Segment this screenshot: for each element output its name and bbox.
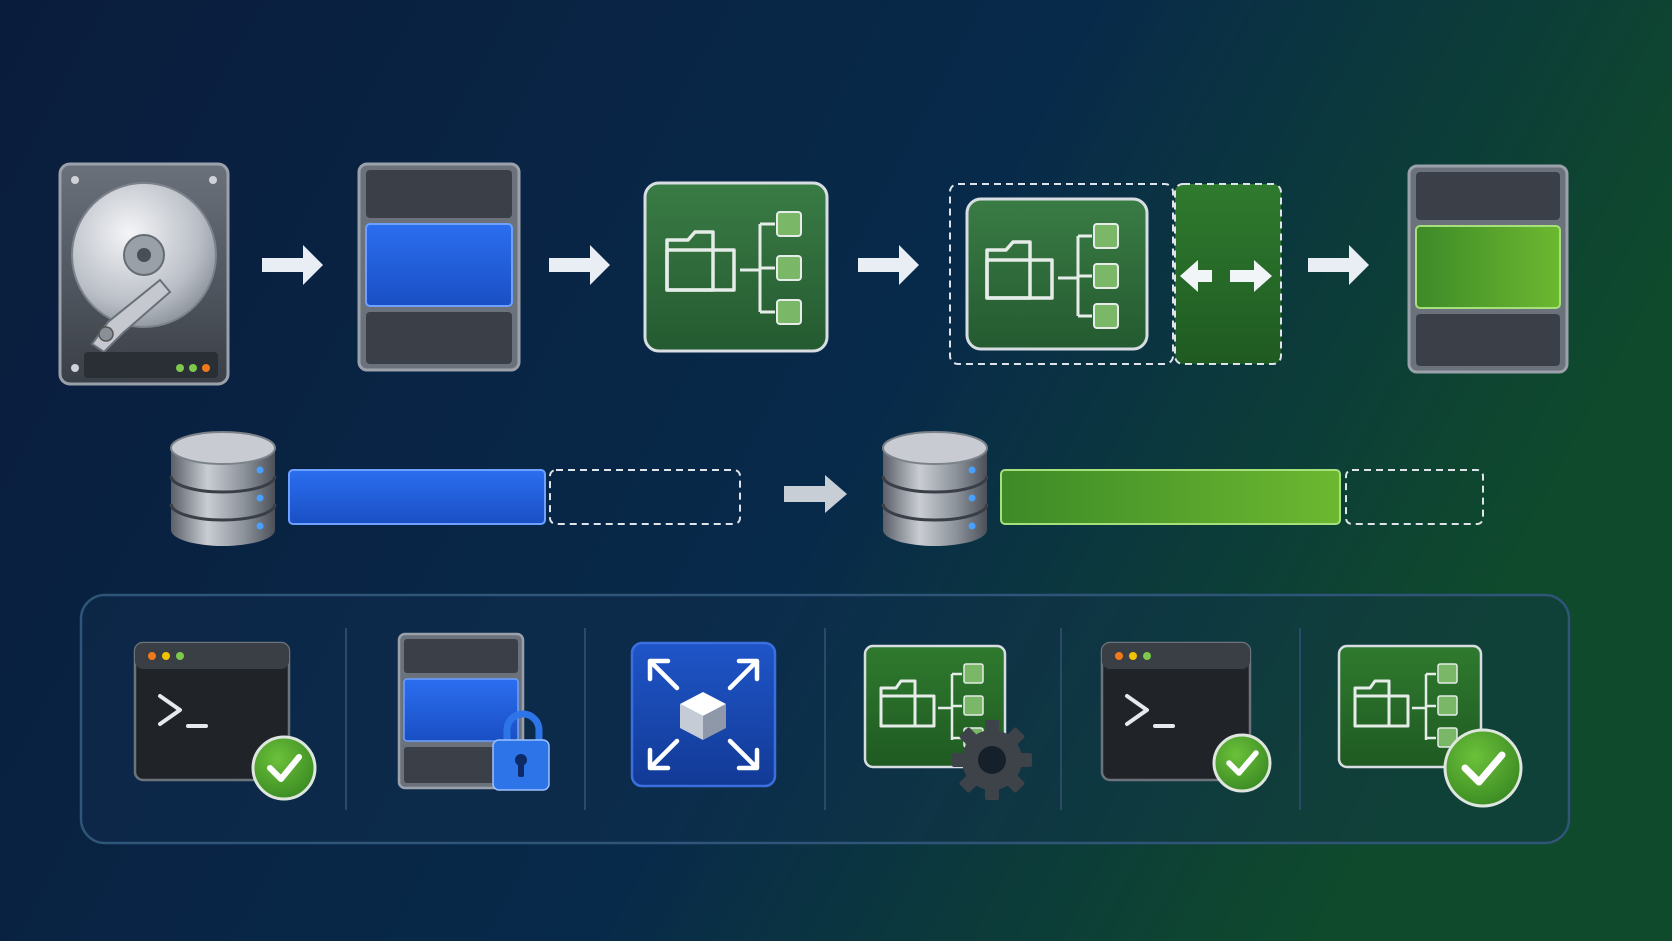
volume-free-space: [1345, 469, 1484, 525]
volume-used-bar-blue: [288, 469, 546, 525]
arrow-icon: [1308, 245, 1369, 285]
terminal-check-icon: [1100, 641, 1272, 793]
partition-blue-icon: [357, 162, 521, 372]
database-icon: [169, 431, 277, 546]
arrow-icon: [858, 245, 919, 285]
filesystem-check-icon: [1337, 644, 1523, 808]
database-icon: [881, 431, 989, 546]
arrow-icon: [784, 475, 847, 513]
filesystem-tree-icon: [643, 181, 829, 353]
filesystem-expand-icon: [949, 183, 1282, 365]
expand-arrows-cube-icon: [630, 641, 777, 788]
terminal-check-icon: [133, 641, 317, 801]
partition-lock-icon: [397, 632, 550, 791]
arrow-icon: [262, 245, 323, 285]
volume-used-bar-green: [1000, 469, 1341, 525]
volume-free-space: [549, 469, 741, 525]
filesystem-gear-icon: [863, 644, 1032, 800]
arrow-icon: [549, 245, 610, 285]
partition-green-icon: [1407, 164, 1569, 374]
hard-drive-icon: [58, 162, 230, 386]
